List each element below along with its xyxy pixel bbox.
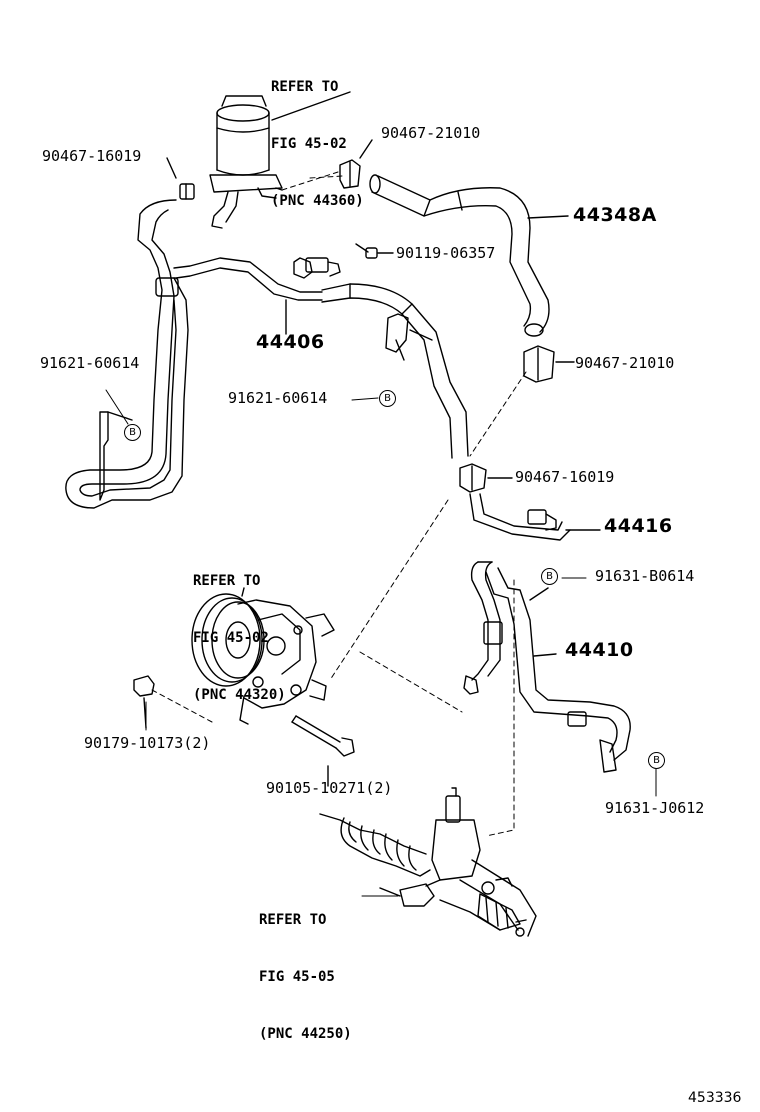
part-label-44406: 44406 [256,331,325,353]
part-label-44416: 44416 [604,515,673,537]
clamp-21010-mid-drawing [523,345,575,383]
part-label-44348A: 44348A [573,204,657,226]
gear-ref-line-2: FIG 45-05 [259,969,335,985]
reservoir-ref-line-2: FIG 45-02 [271,136,347,152]
clamp-16019-mid-drawing [459,463,513,493]
gear-reference: REFER TO FIG 45-05 (PNC 44250) [259,873,352,1063]
part-label-90467-21010-mid: 90467-21010 [575,354,675,372]
part-label-91621-60614-mid: 91621-60614 [228,389,328,407]
pump-drawing [191,587,335,725]
clamp-16019-top-drawing [166,157,195,200]
reservoir-drawing [209,91,351,229]
hose-44348A-drawing [369,174,569,337]
part-label-91631-J0612: 91631-J0612 [605,799,705,817]
hose-return-drawing [321,283,469,459]
pump-ref-line-1: REFER TO [193,573,261,589]
marker-b-left: B [124,424,141,441]
part-label-90179-10173: 90179-10173(2) [84,734,211,752]
reservoir-reference: REFER TO FIG 45-02 (PNC 44360) [271,40,364,230]
figure-number: 453336 [688,1090,742,1106]
reservoir-ref-line-3: (PNC 44360) [271,193,364,209]
marker-b-mid: B [379,390,396,407]
tube-44416-drawing [469,493,601,541]
part-label-90467-21010-top: 90467-21010 [381,124,481,142]
pump-ref-line-2: FIG 45-02 [193,630,269,646]
pump-ref-line-3: (PNC 44320) [193,687,286,703]
tube-44406-drawing [65,199,341,509]
marker-b-b0614: B [541,568,558,585]
part-label-91631-B0614: 91631-B0614 [595,567,695,585]
part-label-90105-10271: 90105-10271(2) [266,779,393,797]
gear-ref-line-3: (PNC 44250) [259,1026,352,1042]
bolt-10271-drawing [291,715,355,787]
part-label-91621-60614-left: 91621-60614 [40,354,140,372]
hose-44410-drawing [463,561,631,773]
steering-gear-drawing [319,787,537,937]
part-label-90467-16019-top: 90467-16019 [42,147,142,165]
gear-ref-line-1: REFER TO [259,912,327,928]
part-label-90119-06357: 90119-06357 [396,244,496,262]
bolt-06357-drawing [355,243,394,259]
reservoir-ref-line-1: REFER TO [271,79,339,95]
bolt-10173-drawing [133,675,155,729]
marker-b-j0612: B [648,752,665,769]
clamp-21010-top-drawing [339,139,373,189]
part-label-44410: 44410 [565,639,634,661]
part-label-90467-16019-mid: 90467-16019 [515,468,615,486]
pump-reference: REFER TO FIG 45-02 (PNC 44320) [193,534,286,724]
